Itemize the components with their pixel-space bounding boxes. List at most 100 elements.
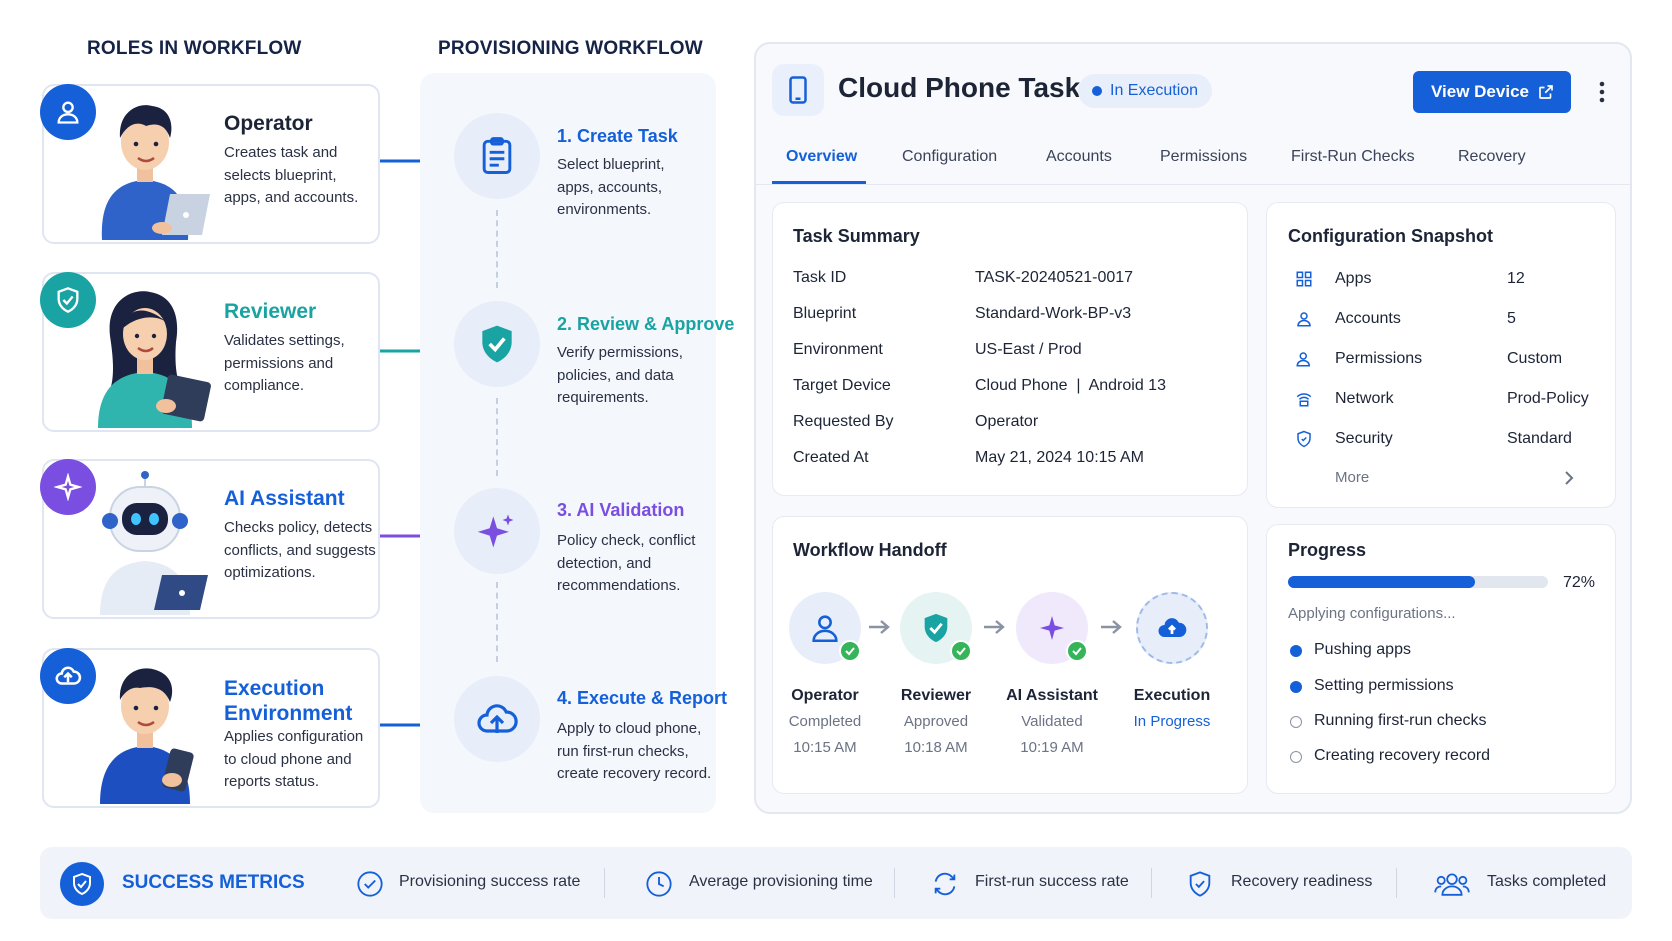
clock-icon: [646, 871, 672, 897]
summary-value: Operator: [975, 413, 1039, 430]
tabs-divider: [756, 184, 1630, 185]
task-summary-card: [772, 202, 1248, 496]
progress-bar: [1288, 576, 1548, 588]
summary-key: Environment: [793, 341, 883, 358]
tab-first-run-checks[interactable]: First-Run Checks: [1291, 148, 1415, 165]
more-options-icon[interactable]: [1598, 80, 1606, 104]
tab-accounts[interactable]: Accounts: [1046, 148, 1112, 165]
refresh-icon: [934, 872, 956, 896]
summary-key: Blueprint: [793, 305, 857, 322]
snapshot-key: Accounts: [1335, 310, 1401, 327]
roles-header: ROLES IN WORKFLOW: [87, 38, 302, 59]
snapshot-value: Prod-Policy: [1507, 390, 1589, 407]
step-pending-dot: [1290, 751, 1302, 763]
summary-key: Task ID: [793, 269, 847, 286]
step-desc: Apply to cloud phone,run first-run check…: [557, 720, 712, 782]
metric-item: Recovery readiness: [1231, 873, 1373, 890]
arrow-right-icon: [869, 620, 890, 634]
handoff-time: 10:18 AM: [904, 739, 968, 756]
handoff-name: AI Assistant: [1006, 687, 1098, 704]
cloud-upload-icon: [1136, 592, 1208, 664]
step-connector: [496, 398, 498, 476]
summary-value: Standard-Work-BP-v3: [975, 305, 1132, 322]
metric-divider: [1396, 868, 1397, 898]
user-lock-icon: [1296, 352, 1311, 367]
step-desc: Select blueprint,apps, accounts,environm…: [557, 156, 665, 218]
external-link-icon: [1539, 85, 1553, 99]
clipboard-icon: [454, 113, 540, 199]
operator-avatar: [101, 105, 210, 240]
metric-item: First-run success rate: [975, 873, 1129, 890]
handoff-name: Operator: [791, 687, 859, 704]
step-title: 4. Execute & Report: [557, 688, 728, 708]
tab-recovery[interactable]: Recovery: [1458, 148, 1526, 165]
status-dot: [1092, 86, 1102, 96]
progress-status: Applying configurations...: [1288, 605, 1456, 622]
cloud-upload-icon: [454, 676, 540, 762]
shield-check-icon: [60, 862, 104, 906]
snapshot-key: Security: [1335, 430, 1393, 447]
metric-divider: [1151, 868, 1152, 898]
tab-permissions[interactable]: Permissions: [1160, 148, 1248, 165]
role-name-reviewer: Reviewer: [224, 300, 317, 323]
sparkle-icon: [454, 488, 540, 574]
metric-item: Provisioning success rate: [399, 873, 581, 890]
shield-icon: [1297, 430, 1311, 448]
summary-key: Created At: [793, 449, 869, 466]
snapshot-key: Apps: [1335, 270, 1372, 287]
step-done-dot: [1290, 681, 1302, 693]
handoff-status: In Progress: [1133, 713, 1211, 730]
snapshot-value: Custom: [1507, 350, 1563, 367]
task-summary-title: Task Summary: [793, 226, 920, 246]
step-title: 1. Create Task: [557, 126, 678, 146]
progress-item: Setting permissions: [1314, 677, 1454, 694]
robot-avatar: [100, 471, 208, 615]
tab-overview[interactable]: Overview: [786, 148, 858, 165]
check-icon: [1066, 640, 1088, 662]
shield-check-icon: [40, 272, 96, 328]
status-badge: In Execution: [1078, 74, 1213, 108]
handoff-status: Completed: [788, 713, 862, 730]
chevron-right-icon[interactable]: [1562, 470, 1576, 486]
active-tab-indicator: [772, 181, 866, 184]
shield-check-icon: [1189, 871, 1211, 897]
check-circle-icon: [357, 871, 383, 897]
user-icon: [1297, 312, 1311, 327]
summary-value: TASK-20240521-0017: [975, 269, 1134, 286]
page-title: Cloud Phone Task: [838, 72, 1081, 103]
progress-item: Creating recovery record: [1314, 747, 1491, 764]
view-device-button[interactable]: View Device: [1413, 71, 1571, 113]
config-snapshot-title: Configuration Snapshot: [1288, 226, 1493, 246]
summary-value: May 21, 2024 10:15 AM: [975, 449, 1144, 466]
arrow-right-icon: [984, 620, 1005, 634]
check-icon: [950, 640, 972, 662]
progress-card: [1266, 524, 1616, 794]
step-title: 2. Review & Approve: [557, 314, 735, 334]
sparkle-icon: [1016, 592, 1088, 664]
sparkle-icon: [40, 459, 96, 515]
progress-title: Progress: [1288, 540, 1367, 560]
users-icon: [1434, 873, 1470, 896]
step-title: 3. AI Validation: [557, 500, 685, 520]
role-card-reviewer: Reviewer Validates settings,permissions …: [40, 272, 380, 432]
user-icon: [789, 592, 861, 664]
metric-divider: [894, 868, 895, 898]
step-connector: [496, 210, 498, 288]
reviewer-avatar: [98, 291, 211, 428]
handoff-name: Reviewer: [900, 687, 972, 704]
handoff-status: Validated: [1021, 713, 1083, 730]
grid-icon: [1296, 271, 1312, 287]
tab-configuration[interactable]: Configuration: [902, 148, 998, 165]
more-link[interactable]: More: [1335, 469, 1370, 486]
summary-value: US-East / Prod: [975, 341, 1082, 358]
config-snapshot-card: [1266, 202, 1616, 508]
